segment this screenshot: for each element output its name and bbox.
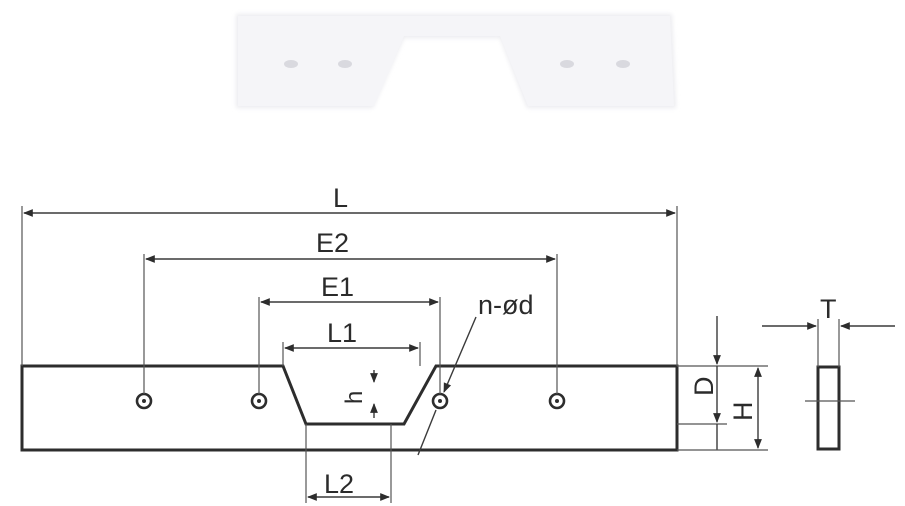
part-outline (20, 364, 679, 452)
label-L2: L2 (324, 469, 354, 499)
label-E1: E1 (321, 272, 354, 302)
side-view-outline (816, 365, 841, 451)
photo-hole-2 (338, 60, 352, 68)
label-D: D (689, 377, 719, 397)
hole-4 (548, 392, 566, 410)
label-T: T (820, 294, 837, 324)
front-view (20, 364, 679, 452)
dimension-L: L (21, 183, 678, 366)
dimension-L1: L1 (282, 318, 421, 366)
dimension-h: h (341, 370, 378, 418)
label-E2: E2 (316, 228, 349, 258)
hole-callout: n-ød (417, 290, 534, 456)
hole-1 (135, 392, 153, 410)
photo-hole-3 (560, 60, 574, 68)
side-view: T (762, 294, 895, 451)
hole-2 (250, 392, 268, 410)
dimension-L2: L2 (305, 424, 392, 503)
dimension-D: D (677, 316, 727, 450)
label-hole-spec: n-ød (478, 290, 534, 320)
label-L: L (333, 183, 348, 213)
label-L1: L1 (327, 318, 357, 348)
part-photo (236, 14, 676, 108)
photo-hole-1 (284, 60, 298, 68)
hole-3 (431, 392, 449, 410)
label-h: h (341, 391, 368, 404)
dimension-E1: E1 (258, 272, 441, 394)
dimension-H: H (677, 365, 768, 451)
photo-hole-4 (616, 60, 630, 68)
label-H: H (728, 402, 758, 422)
dimension-E2: E2 (143, 228, 558, 394)
